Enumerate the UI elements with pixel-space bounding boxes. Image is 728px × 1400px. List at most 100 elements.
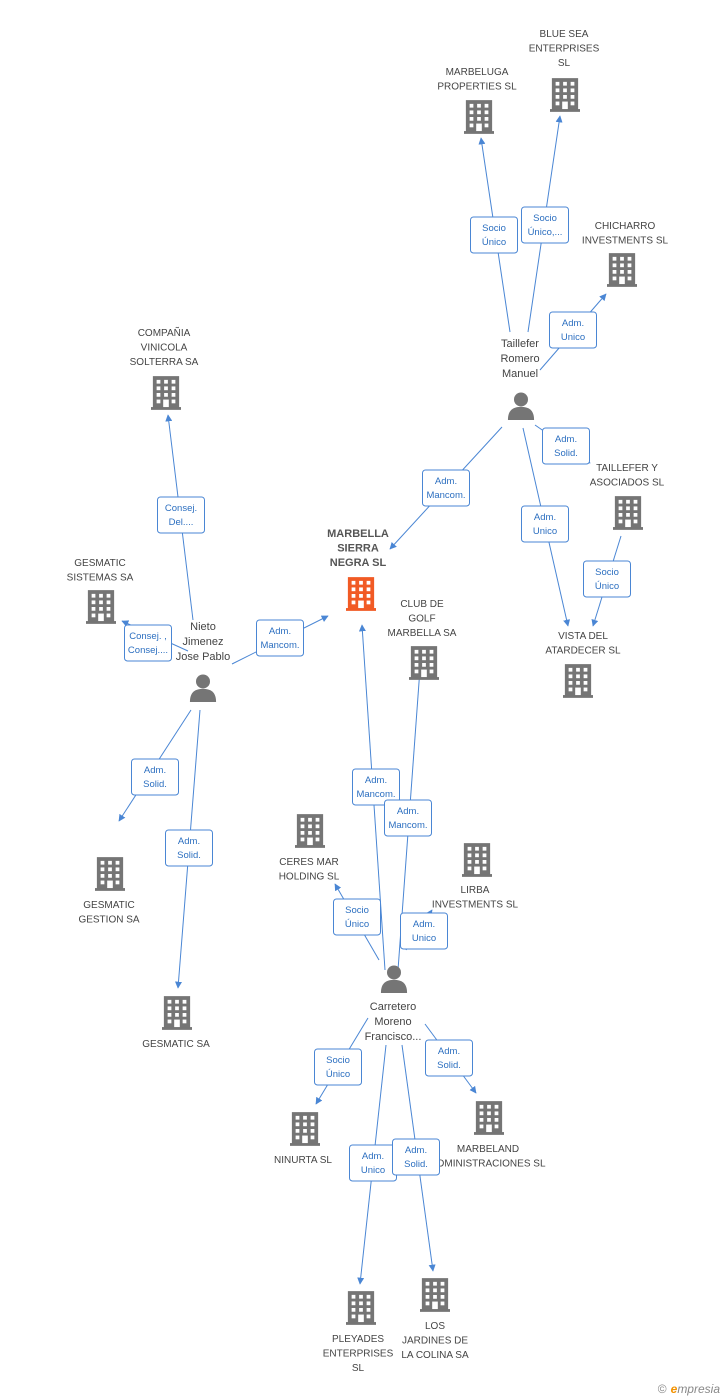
building-icon[interactable] — [607, 253, 637, 287]
building-icon[interactable] — [151, 376, 181, 410]
edge-label-carretero-to-pleyades[interactable]: Adm.Unico — [349, 1144, 397, 1182]
edge-label-nieto-to-gesmatic[interactable]: Adm.Solid. — [165, 829, 213, 867]
edge-label-box[interactable] — [549, 311, 597, 349]
edge-label-box[interactable] — [165, 829, 213, 867]
edge-label-box[interactable] — [521, 206, 569, 244]
node-label-line: COMPAÑIA — [138, 326, 191, 339]
building-icon[interactable] — [95, 857, 125, 891]
building-icon[interactable] — [420, 1278, 450, 1312]
building-icon[interactable] — [462, 843, 492, 877]
node-carretero[interactable]: CarreteroMorenoFrancisco... — [365, 965, 422, 1043]
building-icon[interactable] — [290, 1112, 320, 1146]
building-icon[interactable] — [474, 1101, 504, 1135]
edge-label-carretero-to-club[interactable]: Adm.Mancom. — [384, 799, 432, 837]
edge-label-text: Solid. — [143, 779, 167, 790]
empresia-footer[interactable]: ©empresia — [658, 1382, 720, 1396]
edge-label-box[interactable] — [157, 496, 205, 534]
edge-label-box[interactable] — [542, 427, 590, 465]
edge-label-box[interactable] — [124, 624, 172, 662]
edge-label-taillefer-to-marbella[interactable]: Adm.Mancom. — [422, 469, 470, 507]
building-icon[interactable] — [86, 590, 116, 624]
node-label-line: Nieto — [190, 621, 216, 633]
edge-label-taillefer-to-vista[interactable]: Adm.Unico — [521, 505, 569, 543]
edge-label-text: Del.... — [169, 517, 194, 528]
building-icon[interactable] — [295, 814, 325, 848]
edge-label-box[interactable] — [422, 469, 470, 507]
edge-label-nieto-to-gesmatic_sis[interactable]: Consej. ,Consej.... — [124, 624, 172, 662]
node-gesmatic[interactable]: GESMATIC SA — [142, 996, 210, 1050]
building-icon[interactable] — [409, 646, 439, 680]
node-label-line: Taillefer — [501, 338, 539, 350]
edge-label-box[interactable] — [521, 505, 569, 543]
edge-label-taillefer-to-taillefer_asoc[interactable]: Adm.Solid. — [542, 427, 590, 465]
edge-label-taillefer-to-chicharro[interactable]: Adm.Unico — [549, 311, 597, 349]
node-label-line: VINICOLA — [141, 343, 188, 354]
edge-label-text: Adm. — [438, 1046, 460, 1057]
node-label-line: Manuel — [502, 368, 538, 380]
building-icon[interactable] — [613, 496, 643, 530]
node-label-line: Moreno — [374, 1016, 411, 1028]
node-label-line: BLUE SEA — [540, 29, 589, 40]
person-icon[interactable] — [189, 674, 217, 702]
edge-label-nieto-to-solterra[interactable]: Consej.Del.... — [157, 496, 205, 534]
edge-label-carretero-to-marbella[interactable]: Adm.Mancom. — [352, 768, 400, 806]
edge-label-box[interactable] — [470, 216, 518, 254]
edge-label-box[interactable] — [400, 912, 448, 950]
node-ceres[interactable]: CERES MAR HOLDING SL — [279, 814, 340, 883]
edge-label-box[interactable] — [333, 898, 381, 936]
edge-label-nieto-to-gesmatic_ges[interactable]: Adm.Solid. — [131, 758, 179, 796]
edge-label-box[interactable] — [583, 560, 631, 598]
node-label-line: ENTERPRISES — [529, 44, 600, 55]
edge-label-text: Adm. — [555, 434, 577, 445]
edge-label-box[interactable] — [425, 1039, 473, 1077]
edge-label-carretero-to-lirba[interactable]: Adm.Unico — [400, 912, 448, 950]
empresia-logo-initial: e — [670, 1382, 678, 1396]
building-icon[interactable] — [162, 996, 192, 1030]
node-ninurta[interactable]: NINURTA SL — [274, 1112, 332, 1166]
edge-label-text: Único — [326, 1069, 350, 1080]
edge-label-carretero-to-jardines[interactable]: Adm.Solid. — [392, 1138, 440, 1176]
node-label-line: HOLDING SL — [279, 872, 340, 883]
building-icon[interactable] — [464, 100, 494, 134]
building-icon[interactable] — [550, 78, 580, 112]
edge-label-box[interactable] — [384, 799, 432, 837]
node-label-line: Jimenez — [183, 636, 224, 648]
edge-label-nieto-to-marbella[interactable]: Adm.Mancom. — [256, 619, 304, 657]
edge-label-text: Solid. — [177, 850, 201, 861]
edge-label-box[interactable] — [256, 619, 304, 657]
building-icon[interactable] — [563, 664, 593, 698]
edge-label-box[interactable] — [131, 758, 179, 796]
building-icon[interactable] — [346, 1291, 376, 1325]
edge-label-box[interactable] — [314, 1048, 362, 1086]
edge-label-box[interactable] — [352, 768, 400, 806]
building-icon[interactable] — [346, 577, 376, 611]
edge-label-text: Adm. — [365, 775, 387, 786]
edge-label-text: Consej. , — [129, 631, 167, 642]
node-label-line: MARBELUGA — [446, 67, 509, 78]
edge-label-box[interactable] — [392, 1138, 440, 1176]
edge-label-taillefer-to-bluesea[interactable]: SocioÚnico,... — [521, 206, 569, 244]
person-icon[interactable] — [507, 392, 535, 420]
node-label-line: CERES MAR — [279, 857, 338, 868]
edge-label-carretero-to-marbeland[interactable]: Adm.Solid. — [425, 1039, 473, 1077]
